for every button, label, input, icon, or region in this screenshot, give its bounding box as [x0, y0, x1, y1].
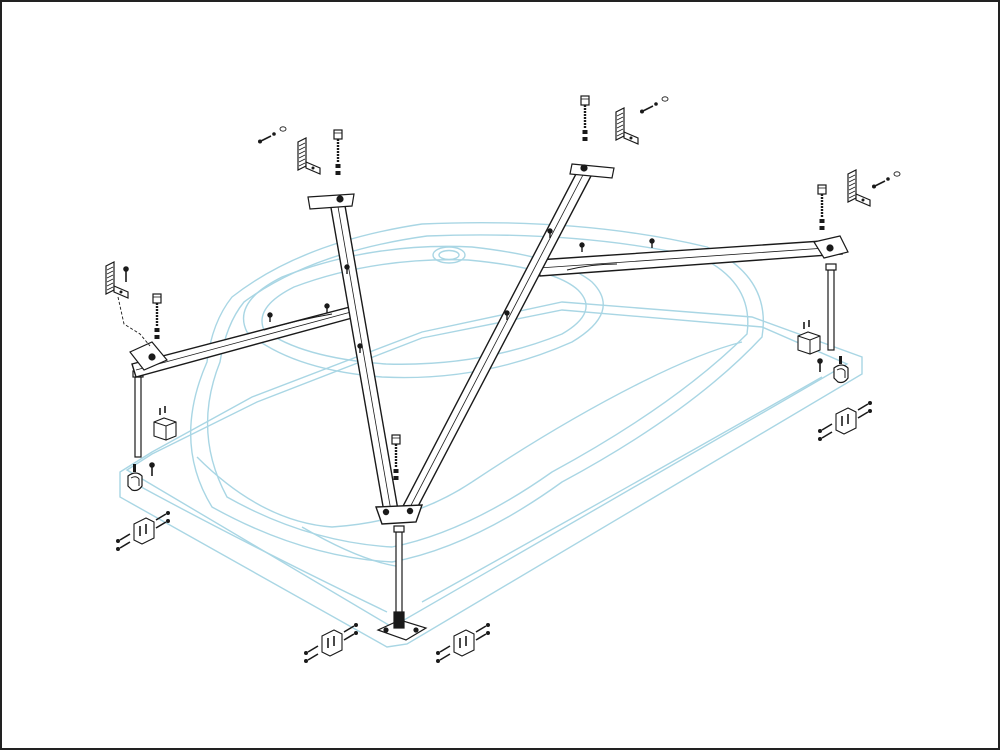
bolt-left-horizontal — [151, 292, 163, 341]
foot-plate-right — [817, 400, 873, 442]
end-plate-left-horizontal — [129, 341, 168, 371]
wall-bracket-left-diagonal — [297, 137, 321, 175]
screw-set-right-diagonal — [639, 96, 669, 115]
brace-junction-plate — [375, 504, 424, 525]
bathtub-contour-1 — [196, 456, 473, 528]
clip-box-left — [153, 405, 177, 441]
clamp-screw-right — [817, 358, 823, 372]
bathtub-deck-inner — [125, 309, 849, 628]
screw-set-left-diagonal — [257, 126, 287, 145]
bolt-center — [390, 433, 402, 482]
support-legs — [132, 263, 837, 623]
brace-end-plates — [129, 163, 849, 371]
dashed-guide-left — [117, 296, 151, 347]
leg-back-right — [825, 263, 837, 351]
leg-front-center — [393, 525, 405, 623]
bathtub-drain — [432, 246, 466, 264]
foot-plate-front-center-left — [303, 622, 359, 664]
brace-left-diagonal — [329, 199, 399, 513]
center-foot — [376, 611, 428, 641]
wall-bracket-right-diagonal — [615, 107, 639, 145]
frame-braces — [131, 171, 843, 525]
clip-box-right — [797, 319, 821, 355]
bathtub-contour-4 — [131, 481, 388, 613]
wall-bracket-right-horizontal — [847, 169, 871, 207]
end-plate-left-diagonal — [307, 193, 355, 210]
bolt-right-horizontal — [816, 183, 828, 232]
bathtub-basin — [242, 245, 604, 379]
foot-plate-front-center-right — [435, 622, 491, 664]
bathtub-contour-3 — [471, 341, 743, 483]
bathtub-basin-inner — [261, 259, 587, 365]
bathtub-contour-5 — [421, 376, 823, 603]
screw-left-horizontal — [123, 266, 129, 282]
clamp-screw-left — [149, 462, 155, 476]
leg-front-left — [132, 370, 144, 458]
bathtub-contour-2 — [301, 526, 403, 568]
screw-set-right-horizontal — [871, 171, 901, 190]
bolt-right-diagonal — [579, 94, 591, 143]
bathtub-outline — [119, 221, 863, 648]
brace-left-horizontal — [131, 306, 353, 378]
foot-plate-front-left — [115, 510, 171, 552]
bathtub-drain-inner — [438, 249, 460, 261]
bathtub-rim — [189, 221, 764, 563]
brace-screws — [267, 228, 655, 353]
bolt-left-diagonal — [332, 128, 344, 177]
